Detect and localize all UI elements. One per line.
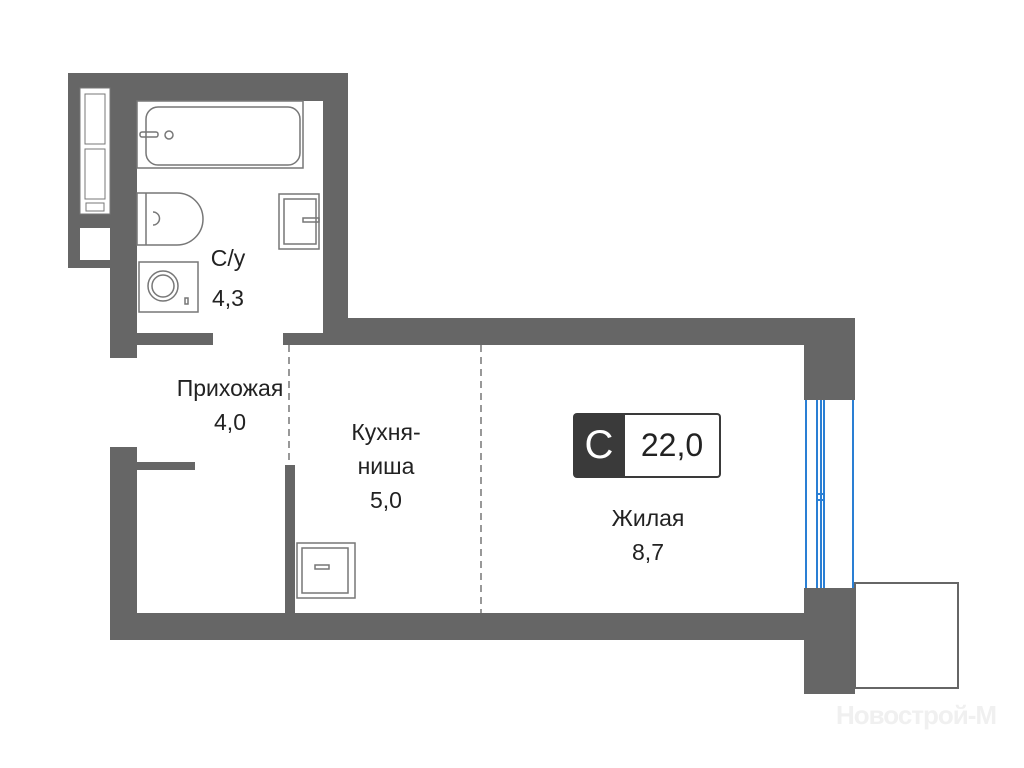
room-area: 5,0 bbox=[370, 487, 402, 513]
bathroom-fixtures bbox=[136, 100, 356, 599]
room-area: 4,0 bbox=[214, 409, 246, 435]
shaft bbox=[79, 87, 111, 260]
room-name: Кухня- bbox=[351, 419, 421, 445]
room-area: 8,7 bbox=[632, 539, 664, 565]
walls bbox=[68, 73, 855, 694]
apartment-badge: С 22,0 bbox=[573, 413, 721, 478]
total-area: 22,0 bbox=[625, 413, 721, 478]
watermark: Новострой-М bbox=[836, 700, 997, 730]
toilet-icon bbox=[136, 192, 204, 246]
room-bathroom: С/у 4,3 bbox=[211, 241, 246, 315]
window-icon bbox=[805, 400, 854, 588]
room-area: 4,3 bbox=[212, 285, 244, 311]
washing-machine-icon bbox=[138, 261, 199, 313]
room-hallway: Прихожая 4,0 bbox=[177, 371, 284, 439]
balcony bbox=[854, 582, 959, 689]
room-name-2: ниша bbox=[357, 453, 415, 479]
apartment-type: С bbox=[573, 413, 625, 478]
kitchen-sink-icon bbox=[296, 542, 356, 599]
zone-dividers bbox=[288, 345, 482, 613]
bathtub-icon bbox=[136, 100, 304, 169]
room-name: Жилая bbox=[611, 505, 685, 531]
room-name: С/у bbox=[210, 245, 246, 271]
room-kitchen-niche: Кухня- ниша 5,0 bbox=[351, 415, 420, 517]
room-name: Прихожая bbox=[176, 375, 284, 401]
room-living: Жилая 8,7 bbox=[612, 501, 685, 569]
